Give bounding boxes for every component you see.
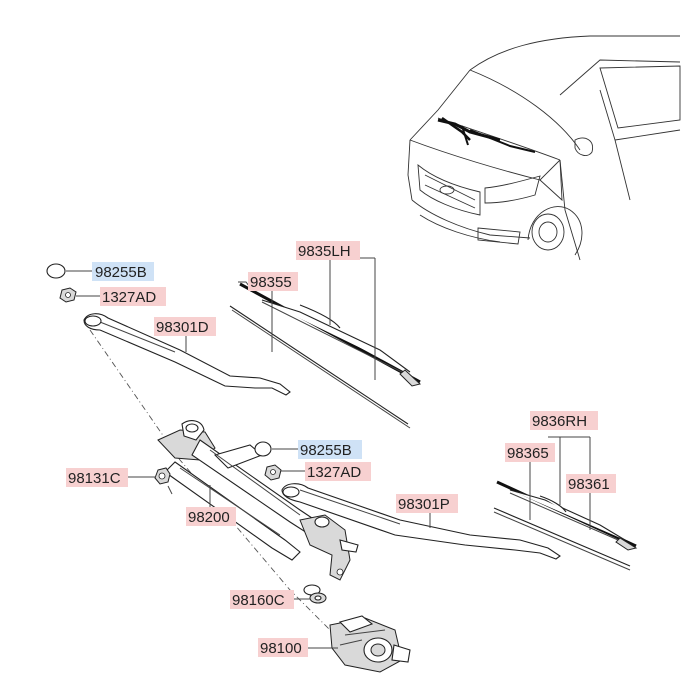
label-blade-lh-refill[interactable]: 98355 (248, 272, 298, 291)
svg-text:98160C: 98160C (232, 592, 285, 609)
svg-text:98301P: 98301P (398, 496, 450, 513)
wiper-motor (329, 615, 411, 673)
svg-text:98365: 98365 (507, 445, 549, 462)
svg-text:98100: 98100 (260, 640, 302, 657)
label-nut-rh[interactable]: 1327AD (305, 462, 371, 481)
svg-text:98361: 98361 (568, 476, 610, 493)
svg-text:98200: 98200 (188, 509, 230, 526)
label-cap-rh[interactable]: 98255B (298, 440, 362, 459)
lh-refill-strip (229, 305, 411, 429)
label-linkage[interactable]: 98200 (186, 507, 236, 526)
rh-wiper-blade (496, 480, 638, 551)
svg-text:98255B: 98255B (300, 442, 352, 459)
svg-text:1327AD: 1327AD (307, 464, 361, 481)
svg-text:9836RH: 9836RH (532, 413, 587, 430)
svg-text:98255B: 98255B (95, 264, 147, 281)
rh-wiper-arm (281, 483, 561, 560)
label-blade-rh-assy[interactable]: 9836RH (530, 411, 598, 430)
label-blade-rh-part[interactable]: 98361 (566, 474, 616, 493)
lh-wiper-arm (83, 313, 291, 396)
svg-text:9835LH: 9835LH (298, 243, 351, 260)
bushing-98160c (303, 584, 327, 604)
label-nut-lh[interactable]: 1327AD (100, 287, 166, 306)
rh-refill-strip (493, 507, 631, 571)
svg-text:98301D: 98301D (156, 319, 209, 336)
lh-wiper-blade (238, 281, 422, 387)
label-blade-rh-refill[interactable]: 98365 (505, 443, 555, 462)
label-cap-lh[interactable]: 98255B (92, 262, 154, 281)
svg-text:98131C: 98131C (68, 470, 121, 487)
lh-nut (59, 287, 77, 303)
part-labels: 98255B 1327AD 9835LH 98355 98301D 98255B… (66, 241, 616, 657)
label-motor[interactable]: 98100 (258, 638, 308, 657)
label-bushing[interactable]: 98160C (230, 590, 294, 609)
label-blade-lh-assy[interactable]: 9835LH (296, 241, 360, 260)
bolt-98131c (154, 467, 173, 495)
label-arm-lh[interactable]: 98301D (154, 317, 216, 336)
svg-text:98355: 98355 (250, 274, 292, 291)
rh-nut (264, 464, 282, 481)
label-arm-rh[interactable]: 98301P (396, 494, 458, 513)
rh-cap (254, 441, 272, 457)
van-illustration (407, 35, 681, 261)
label-bolt[interactable]: 98131C (66, 468, 128, 487)
lh-cap (46, 263, 66, 279)
leader-lines (66, 257, 591, 649)
svg-text:1327AD: 1327AD (102, 289, 156, 306)
